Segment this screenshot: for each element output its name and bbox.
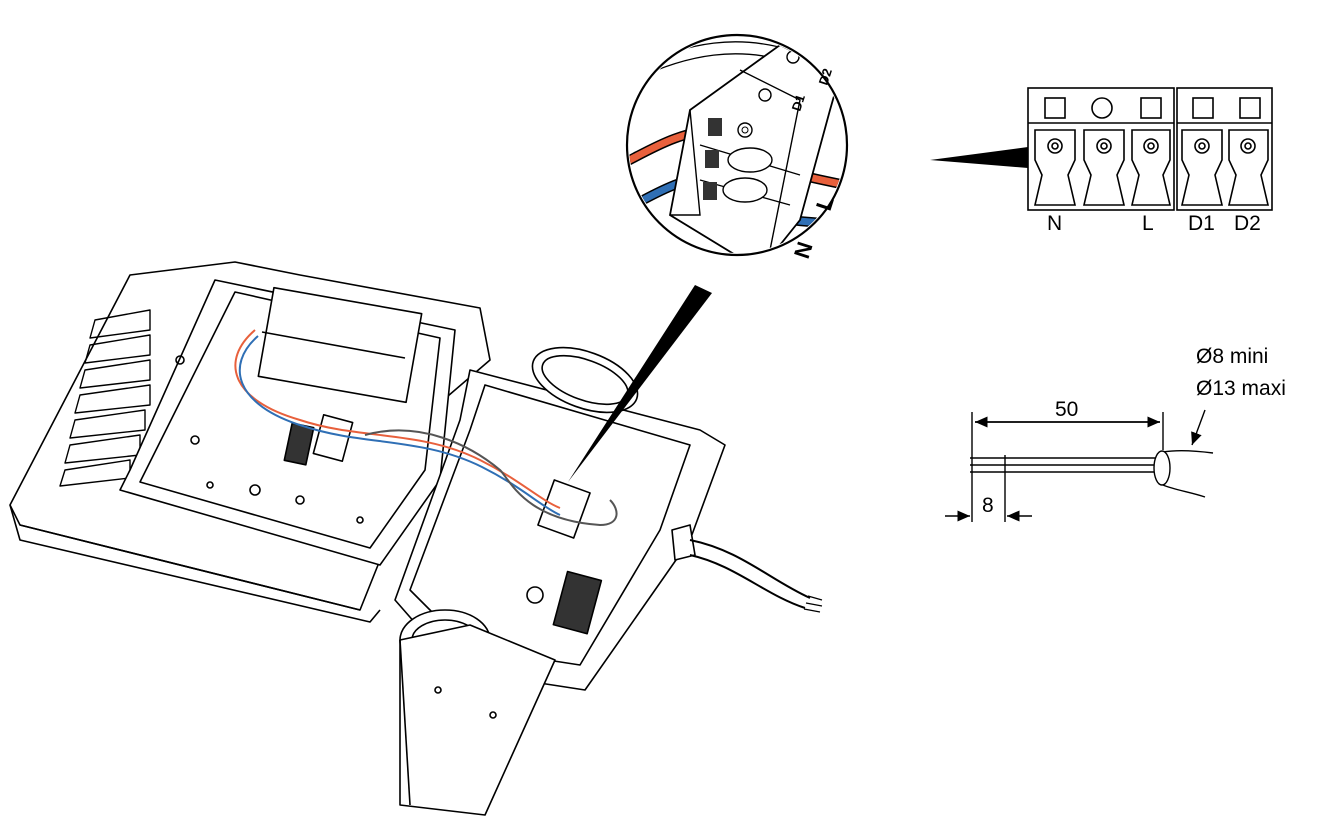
terminal-label-d1: D1 bbox=[1188, 212, 1215, 235]
schematic-pointer bbox=[930, 147, 1028, 168]
connector-marking-n: N bbox=[789, 239, 818, 262]
luminaire-body bbox=[9, 261, 823, 816]
cable-diameter-max: Ø13 maxi bbox=[1196, 377, 1286, 400]
terminal-label-l: L bbox=[1142, 212, 1154, 235]
zoom-pointer bbox=[568, 285, 712, 482]
cable-diameter-min: Ø8 mini bbox=[1196, 345, 1268, 368]
connector-marking-d1: D1 bbox=[789, 92, 808, 112]
internal-wires bbox=[234, 329, 618, 527]
connector-zoom-circle: D2 D1 L N bbox=[625, 33, 849, 262]
wire-strip-length-value: 8 bbox=[982, 494, 994, 517]
cable-strip-diagram bbox=[945, 409, 1214, 522]
connector-marking-d2: D2 bbox=[816, 66, 835, 86]
terminal-label-n: N bbox=[1047, 212, 1062, 235]
strip-length-value: 50 bbox=[1055, 398, 1078, 421]
terminal-clamps bbox=[1033, 129, 1270, 206]
terminal-label-d2: D2 bbox=[1234, 212, 1261, 235]
terminal-block-schematic bbox=[1027, 87, 1273, 211]
